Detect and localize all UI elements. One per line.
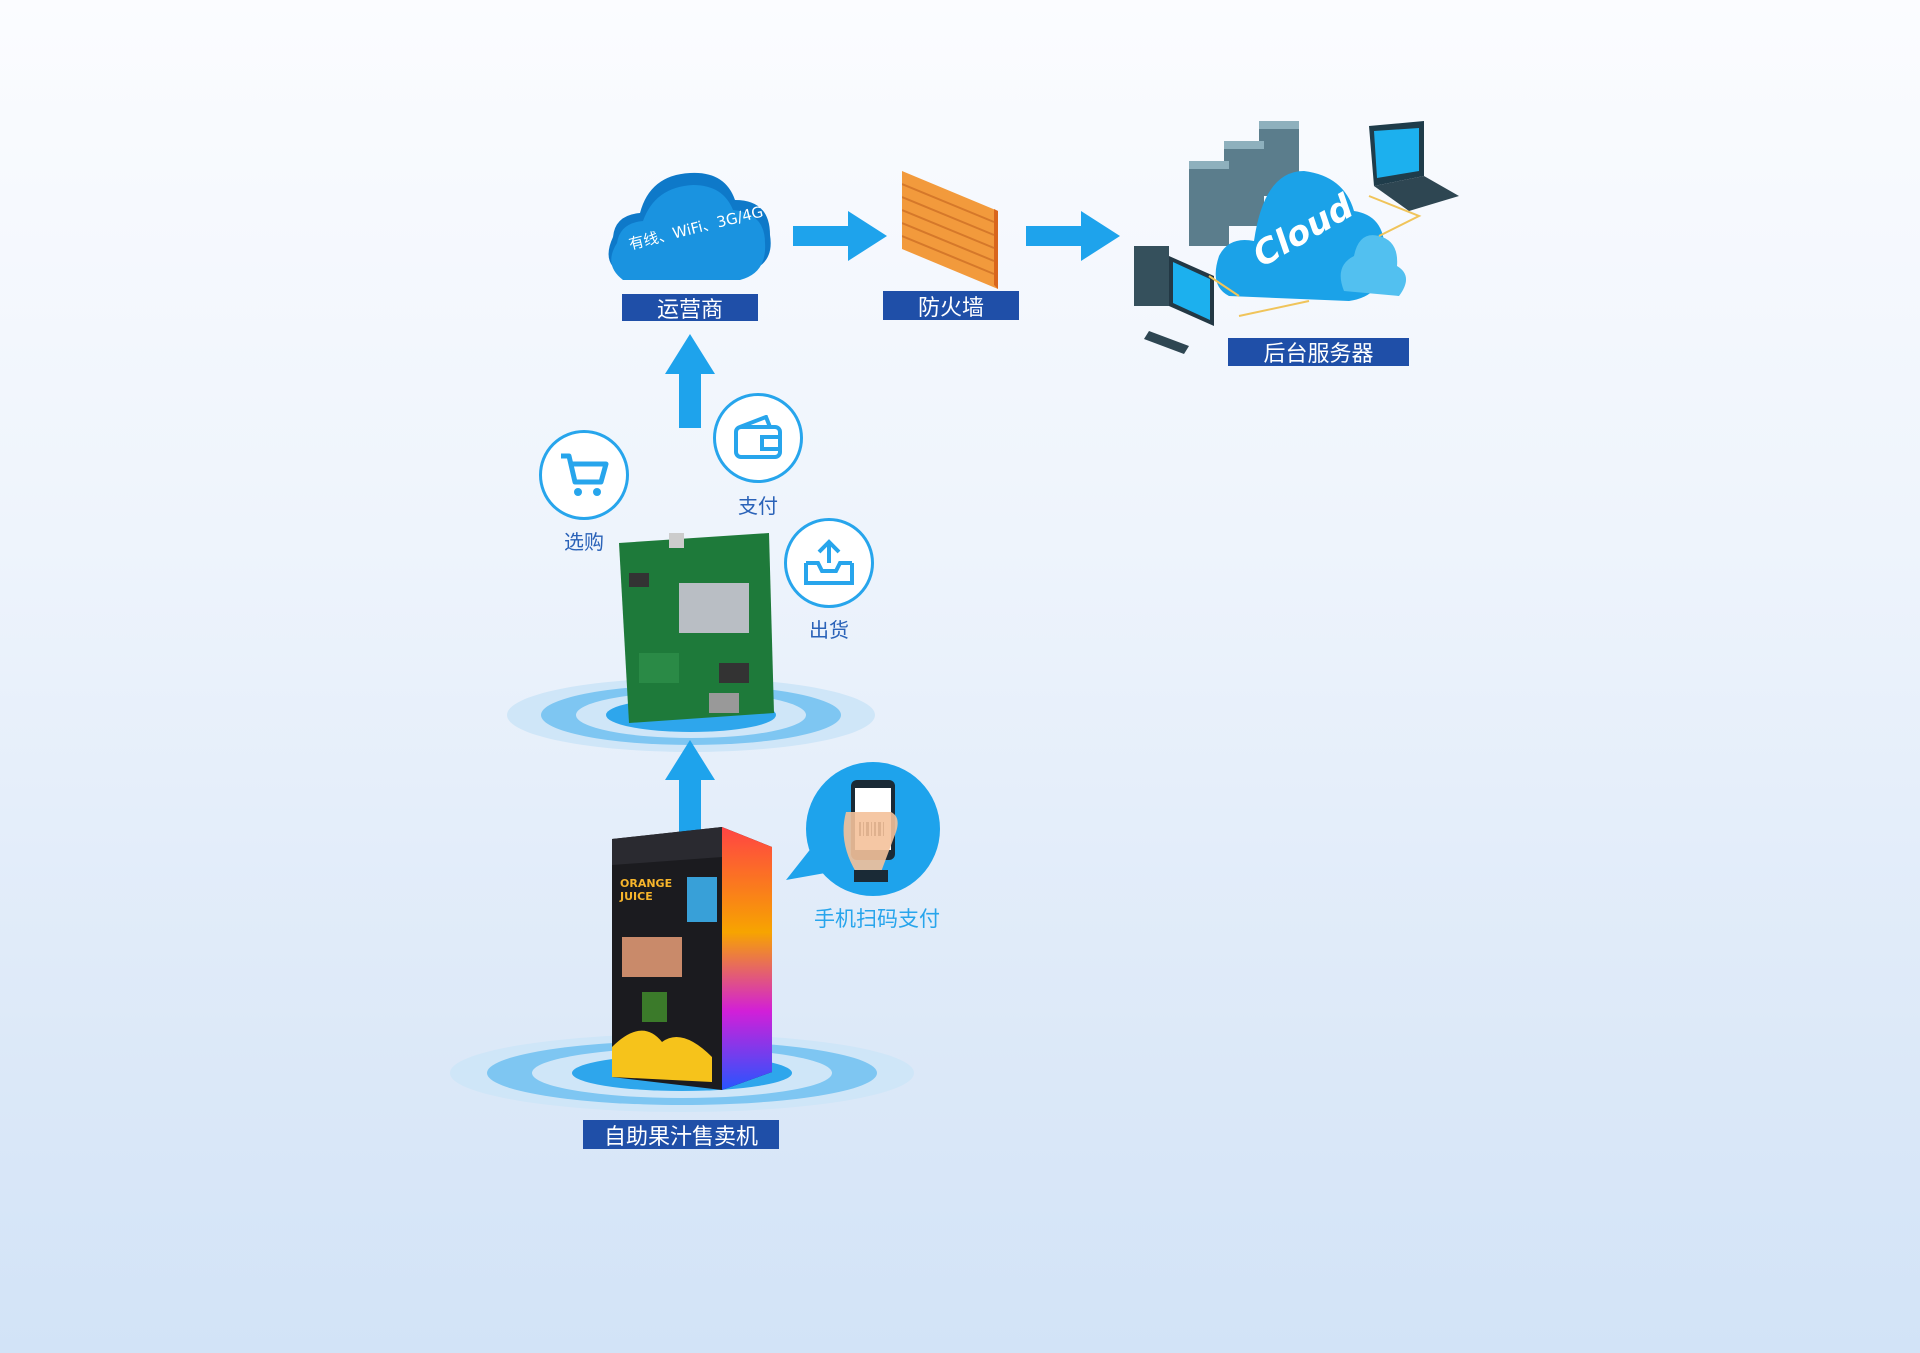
brand-line-1: ORANGE [620,877,673,890]
machine-label: 自助果汁售卖机 [583,1120,779,1150]
function-label-pay: 支付 [738,494,778,518]
function-label-select: 选购 [564,530,604,554]
function-label-dispense: 出货 [809,618,849,642]
payment-label: 手机扫码支付 [814,907,940,931]
operator-cloud: 有线、WiFi、3G/4G [605,165,775,285]
control-board-image [619,533,774,723]
phone-scan-icon [786,762,940,896]
firewall-icon [902,171,998,289]
cart-icon [539,430,629,520]
server-label: 后台服务器 [1228,338,1409,367]
arrow-up-icon [665,334,715,428]
operator-label: 运营商 [622,294,758,323]
server-cloud-cluster: Cloud [1129,116,1464,356]
arrow-up-icon [665,740,715,834]
vending-machine-image: ORANGE JUICE [612,827,772,1090]
outbox-icon [784,518,874,608]
wallet-icon [713,393,803,483]
firewall-label: 防火墙 [883,291,1019,321]
arrow-right-icon [1026,211,1120,261]
brand-text: ORANGE JUICE [620,877,672,903]
brand-line-2: JUICE [620,890,653,903]
arrow-right-icon [793,211,887,261]
